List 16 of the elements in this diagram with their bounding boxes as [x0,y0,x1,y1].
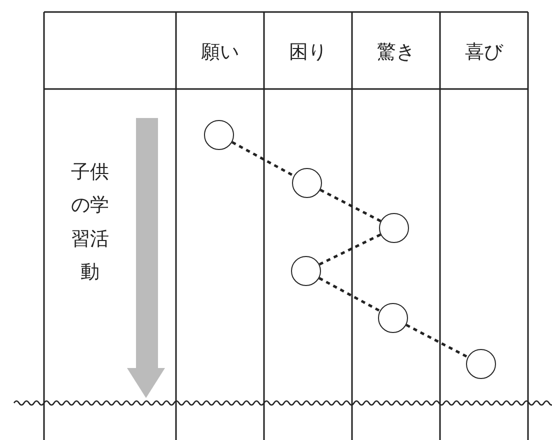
dashed-connector [320,188,382,222]
circle-marker [378,303,408,333]
column-header: 願い [200,40,240,65]
circle-marker [379,213,409,243]
column-header: 驚き [376,40,416,65]
column-header: 喜び [464,40,504,65]
circle-marker [204,120,234,150]
circle-marker [466,349,496,379]
dashed-connector [318,277,380,312]
dashed-connector [318,233,382,266]
circle-marker [292,168,322,198]
row-header: 子供の学習活動 [71,160,109,285]
dashed-connector [406,324,468,358]
dashed-connector [232,141,294,177]
column-header: 困り [288,40,328,65]
circle-marker [291,256,321,286]
